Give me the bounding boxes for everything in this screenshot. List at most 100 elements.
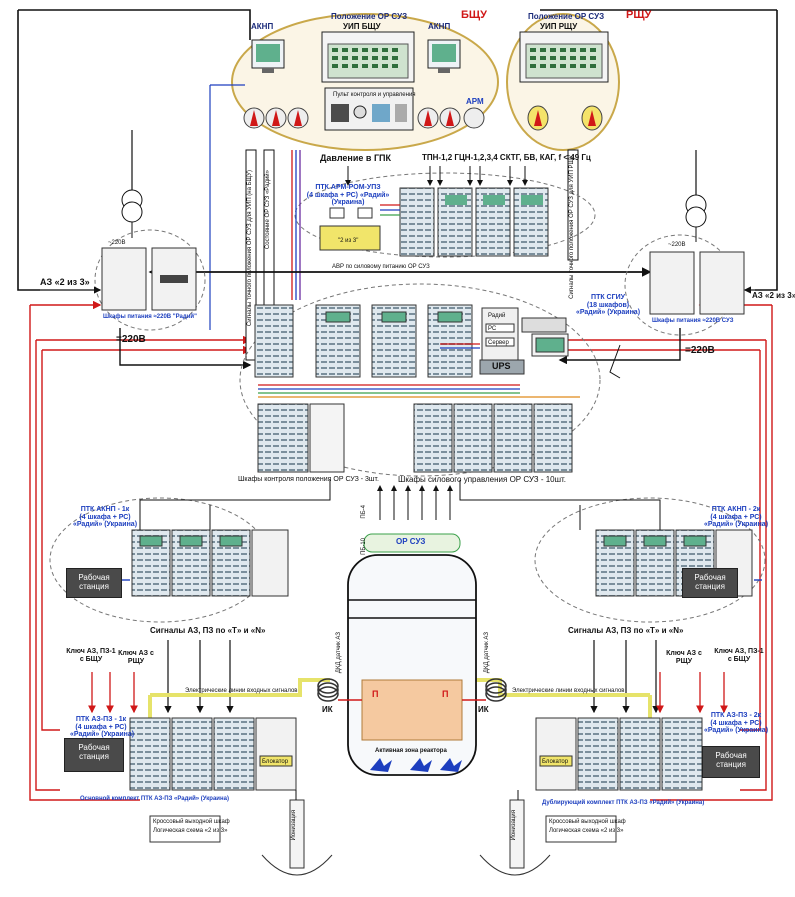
bottom-equipment <box>150 800 616 875</box>
ptk-arm-line3: (Украина) <box>305 199 391 207</box>
ptk-az-pz-1-line3: «Радий» (Украина) <box>70 731 132 739</box>
ptk-akhp-1-line1: ПТК АКНП - 1к <box>70 506 140 514</box>
ptk-az-pz-2-line3: «Радий» (Украина) <box>702 727 770 735</box>
upper-control-cabinets <box>255 305 472 377</box>
key-az-rshu-left-label: Ключ АЗ с РЩУ <box>116 650 156 665</box>
az-pz-left-cabinets <box>130 718 296 790</box>
pb-label-2: ПБ-10 <box>361 538 368 555</box>
ptk-sgiu-label: ПТК СГИУ (18 шкафов) «Радий» (Украина) <box>568 294 648 317</box>
avr-label: АВР по силовому питанию ОР СУЗ <box>332 264 430 271</box>
position-or-suz-label: Положение ОР СУЗ <box>331 13 407 22</box>
ptk-arm-line1: ПТК АРМ-РОМ-УПЗ <box>305 184 391 192</box>
vert-signal-right: Сигналы точного положения ОР СУЗ для УИП… <box>569 155 576 299</box>
reactor-top-arrows <box>380 486 450 520</box>
akhp-left-monitor <box>252 40 284 73</box>
ups-label: UPS <box>492 362 511 372</box>
ptk-akhp-2-line3: «Радий» (Украина) <box>700 521 772 529</box>
ctrl-cabinets-label: Шкафы контроля положения ОР СУЗ - 3шт. <box>238 476 379 484</box>
or-suz-label: ОР СУЗ <box>396 538 425 547</box>
akhp-right-label: АКНП <box>428 23 450 32</box>
akhp-left-cabinets <box>132 530 288 596</box>
detectors-left-label: Ионизация <box>291 810 298 840</box>
cross-output-left-2-label: Логическая схема «2 из 3» <box>153 828 227 835</box>
ptk-arm-label: ПТК АРМ-РОМ-УПЗ (4 шкафа + РС) «Радий» (… <box>305 184 391 207</box>
ac220-left-label: ~220В <box>108 240 126 247</box>
blockator-left-label: Блокатор <box>262 759 288 766</box>
ptk-sgiu-line3: «Радий» (Украина) <box>568 309 648 317</box>
key-az-rshu-right-label: Ключ АЗ с РЩУ <box>664 650 704 665</box>
ik-left-label: ИК <box>322 706 333 715</box>
workstation-label: Рабочая станция <box>67 573 121 591</box>
rshu-label: РЩУ <box>626 9 651 21</box>
cross-output-left-label: Кроссовый выходной шкаф <box>153 819 230 826</box>
workstation-akhp-left: Рабочая станция <box>66 568 122 598</box>
ptk-akhp-2-line1: ПТК АКНП - 2к <box>700 506 772 514</box>
radiy-label: Радий <box>488 313 505 320</box>
workstation-label: Рабочая станция <box>683 573 737 591</box>
pressure-gpk-label: Давление в ГПК <box>320 154 391 164</box>
position-or-suz-right-label: Положение ОР СУЗ <box>528 13 604 22</box>
az-2of3-left-label: АЗ «2 из 3» <box>40 278 90 288</box>
pc-label: РС <box>488 326 496 333</box>
power-ctrl-cabinets-label: Шкафы силового управления ОР СУЗ - 10шт. <box>398 476 566 485</box>
signals-left-label: Сигналы АЗ, ПЗ по «Т» и «N» <box>150 627 265 636</box>
p-right-label: П <box>442 690 448 700</box>
control-panel-label: Пульт контроля и управления <box>333 92 416 99</box>
lower-control-cabinets <box>258 404 572 472</box>
ptk-akhp-1-line3: «Радий» (Украина) <box>70 521 140 529</box>
uip-rshu-label: УИП РЩУ <box>540 23 577 32</box>
arm-label: АРМ <box>466 98 484 107</box>
power-cabinets-left-label: Шкафы питания ≈220В "Радий" <box>103 314 197 321</box>
akhp-right-monitor <box>428 40 460 73</box>
dc220-right-label: =220В <box>685 345 715 356</box>
workstation-az-left: Рабочая станция <box>64 738 124 772</box>
blockator-right-label: Блокатор <box>542 759 568 766</box>
bshu-label: БЩУ <box>461 9 487 21</box>
tpn-label: ТПН-1,2 ГЦН-1,2,3,4 СКТГ, БВ, КАГ, f < 4… <box>422 154 591 163</box>
key-az-pz1-left-label: Ключ АЗ, ПЗ-1 с БЩУ <box>66 648 116 663</box>
vert-signal-left-1: Сигналы точного положения ОР СУЗ для УИП… <box>247 170 254 326</box>
ptk-az-pz-2-label: ПТК АЗ-ПЗ - 2к (4 шкафа + РС) «Радий» (У… <box>702 712 770 735</box>
main-set-label: Основной комплект ПТК АЗ-ПЗ «Радий» (Укр… <box>80 796 229 803</box>
left-power-supply <box>40 130 205 330</box>
az-pz-right-cabinets <box>536 718 702 790</box>
cross-output-right-label: Кроссовый выходной шкаф <box>549 819 626 826</box>
ptk-arm-cabinets <box>400 188 548 256</box>
ptk-az-pz-1-line1: ПТК АЗ-ПЗ - 1к <box>70 716 132 724</box>
vert-signal-left-2: Состояние ОР СУЗ «Радий» <box>265 170 272 249</box>
signal-arrows-left <box>168 640 230 712</box>
server-label: Сервер <box>488 340 509 347</box>
ptk-az-pz-2-line1: ПТК АЗ-ПЗ - 2к <box>702 712 770 720</box>
cross-output-right-2-label: Логическая схема «2 из 3» <box>549 828 623 835</box>
dkd-left-label: ДКД датчик АЗ <box>336 632 343 673</box>
ik-right-label: ИК <box>478 706 489 715</box>
active-zone-label: Активная зона реактора <box>375 748 447 755</box>
p-left-label: П <box>372 690 378 700</box>
workstation-label: Рабочая станция <box>65 743 123 761</box>
power-cabinets-right-label: Шкафы питания ≈220В СУЗ <box>652 318 734 325</box>
ac220-right-label: ~220В <box>668 242 686 249</box>
workstation-label: Рабочая станция <box>703 751 759 769</box>
dup-set-label: Дублирующий комплект ПТК АЗ-ПЗ «Радий» (… <box>542 800 704 807</box>
ptk-az-pz-1-label: ПТК АЗ-ПЗ - 1к (4 шкафа + РС) «Радий» (У… <box>70 716 132 739</box>
signal-arrows-right <box>594 640 656 712</box>
ptk-sgiu-line1: ПТК СГИУ <box>568 294 648 302</box>
detectors-right-label: Ионизация <box>511 810 518 840</box>
uip-bshu-label: УИП БЩУ <box>343 23 381 32</box>
input-lines-left-label: Электрические линии входных сигналов <box>185 688 297 695</box>
two-of-three-label: "2 из 3" <box>338 238 358 245</box>
input-lines-right-label: Электрические линии входных сигналов <box>512 688 624 695</box>
ptk-akhp-1-label: ПТК АКНП - 1к (4 шкафа + РС) «Радий» (Ук… <box>70 506 140 529</box>
workstation-akhp-right: Рабочая станция <box>682 568 738 598</box>
ptk-arm-line2: (4 шкафа + РС) «Радий» <box>305 192 391 200</box>
workstation-az-right: Рабочая станция <box>702 746 760 778</box>
dkd-right-label: ДКД датчик АЗ <box>484 632 491 673</box>
pb-label-1: ПБ-4 <box>361 505 368 519</box>
key-az-pz1-right-label: Ключ АЗ, ПЗ-1 с БЩУ <box>712 648 766 663</box>
akhp-left-label: АКНП <box>251 23 273 32</box>
ptk-akhp-2-label: ПТК АКНП - 2к (4 шкафа + РС) «Радий» (Ук… <box>700 506 772 529</box>
akhp-lines <box>140 480 660 530</box>
signals-right-label: Сигналы АЗ, ПЗ по «Т» и «N» <box>568 627 683 636</box>
uip-bshu-panel <box>322 32 414 82</box>
arm-bus-lines <box>292 150 400 300</box>
